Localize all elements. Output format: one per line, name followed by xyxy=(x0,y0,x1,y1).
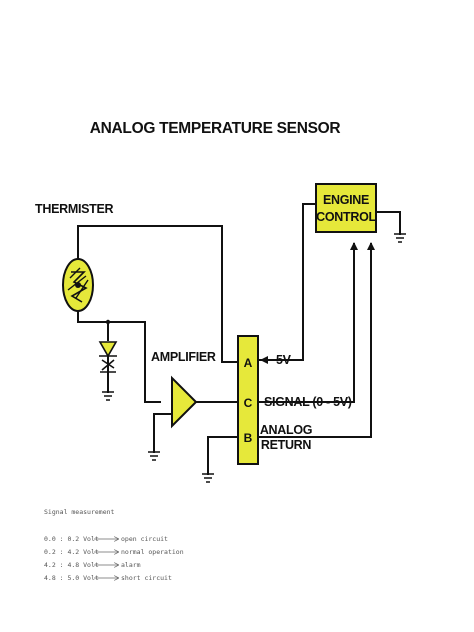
ground-icon xyxy=(102,391,114,401)
engine-control-label-line2: CONTROL xyxy=(316,210,376,224)
signal-range: 4.2 : 4.8 Volt xyxy=(44,561,99,569)
thermister-label: THERMISTER xyxy=(35,202,114,216)
signal-label: SIGNAL (0 - 5V) xyxy=(264,395,352,409)
signal-range: 0.0 : 0.2 Volt xyxy=(44,535,99,543)
ground-icon xyxy=(148,451,160,461)
signal-meaning: open circuit xyxy=(121,535,168,543)
return-label: RETURN xyxy=(261,438,312,452)
signal-table-heading: Signal measurement xyxy=(44,508,115,516)
ground-icon xyxy=(394,233,406,243)
wire-amplifier-ground xyxy=(153,413,173,453)
diode-symbol xyxy=(98,341,118,393)
diagram-title: ANALOG TEMPERATURE SENSOR xyxy=(90,120,341,137)
wire-analog-return xyxy=(259,243,372,438)
pin-a-label: A xyxy=(244,356,253,370)
wire-5v-supply xyxy=(259,203,317,361)
analog-label: ANALOG xyxy=(260,423,312,437)
connector-block xyxy=(237,335,259,465)
five-volt-label: 5V xyxy=(276,353,292,367)
signal-range: 0.2 : 4.2 Volt xyxy=(44,548,99,556)
wire-ecu-ground xyxy=(375,211,401,235)
thermister-symbol xyxy=(62,258,94,312)
junction-dot xyxy=(105,319,111,325)
wire-thermister-to-amplifier xyxy=(77,309,161,403)
engine-control-box xyxy=(315,183,377,233)
wire-signal xyxy=(259,243,355,403)
amplifier-symbol xyxy=(171,375,198,429)
wire-pin-b-ground xyxy=(207,436,239,475)
signal-meaning: alarm xyxy=(121,561,141,569)
signal-measurement-table: Signal measurement 0.0 : 0.2 Volt open c… xyxy=(44,508,184,582)
ground-icon xyxy=(202,473,214,483)
signal-meaning: short circuit xyxy=(121,574,172,582)
circuit-wires xyxy=(77,203,401,475)
pin-c-label: C xyxy=(244,396,253,410)
signal-meaning: normal operation xyxy=(121,548,184,556)
pin-b-label: B xyxy=(244,431,253,445)
engine-control-label-line1: ENGINE xyxy=(323,193,369,207)
amplifier-label: AMPLIFIER xyxy=(151,350,216,364)
signal-range: 4.8 : 5.0 Volt xyxy=(44,574,99,582)
wire-thermister-to-pin-a xyxy=(77,225,239,363)
